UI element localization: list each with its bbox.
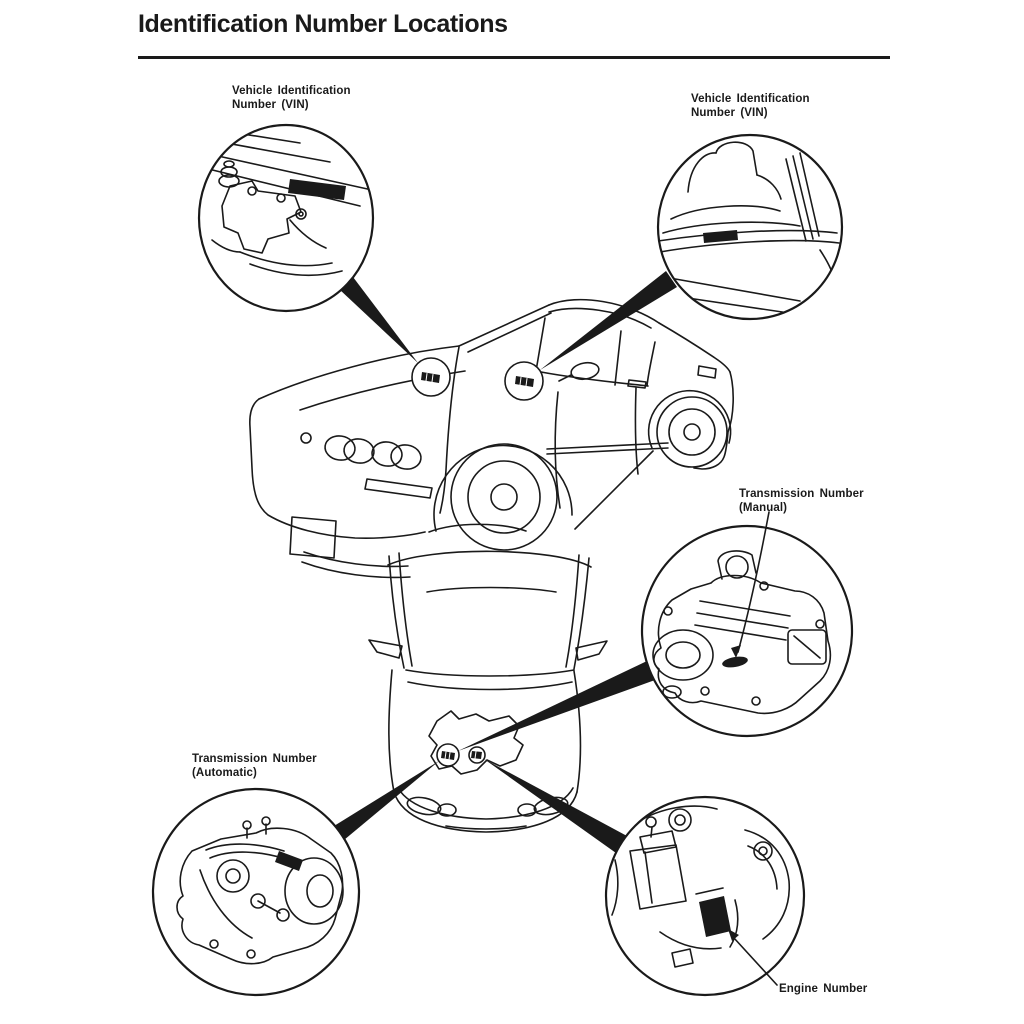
transmission-automatic-label: Transmission Number (Automatic)	[192, 752, 317, 780]
engine-number-label: Engine Number	[779, 982, 867, 996]
leader-wedge-transmission-manual	[458, 661, 655, 751]
callout-transmission-automatic	[151, 787, 361, 997]
page-title: Identification Number Locations	[138, 10, 508, 38]
leader-wedge-transmission-automatic	[334, 761, 439, 840]
pointer-lines	[728, 511, 778, 986]
transmission-automatic-label-line1: Transmission Number	[192, 753, 317, 765]
side-mirror	[570, 361, 600, 381]
engine-number-marker	[468, 746, 486, 764]
location-markers	[411, 357, 544, 767]
leader-wedge-engine	[484, 759, 627, 853]
leader-wedge-vin-dash	[339, 277, 418, 363]
vin-sticker-black	[703, 230, 738, 243]
vin-dash-label-line2: Number (VIN)	[232, 99, 309, 111]
transmission-manual-label-line2: (Manual)	[739, 502, 788, 514]
headlight	[390, 444, 422, 470]
callout-transmission-manual	[640, 524, 854, 738]
transmission-manual-label: Transmission Number (Manual)	[739, 487, 864, 515]
vin-dash-label-line1: Vehicle Identification	[232, 85, 351, 97]
pointer-line-transmission-manual	[737, 511, 770, 653]
transmission-number-marker	[436, 743, 460, 767]
car-top-view-drawing	[368, 523, 608, 833]
wiper-linkage-bracket	[221, 180, 302, 254]
automatic-transmission-detail-drawing	[176, 816, 344, 965]
transmission-number-pad-black	[722, 656, 748, 668]
hood-emblem	[300, 432, 312, 444]
automatic-transmission-number-pad-black	[275, 851, 303, 871]
left-mirror-top	[368, 639, 403, 659]
vin-doorjamb-label-line2: Number (VIN)	[691, 107, 768, 119]
b-pillar-lines	[785, 152, 820, 242]
car-side-view-drawing	[249, 298, 734, 579]
vin-doorjamb-label: Vehicle Identification Number (VIN)	[691, 92, 810, 120]
right-mirror-top	[575, 640, 608, 661]
pointer-line-engine-number	[733, 937, 778, 986]
transmission-automatic-label-line2: (Automatic)	[192, 767, 257, 779]
callout-vin-dash	[197, 123, 375, 313]
headlight	[371, 441, 403, 467]
seat-cushion	[670, 205, 781, 220]
pointer-arrowhead-transmission-manual	[731, 645, 741, 658]
vin-doorjamb-label-line1: Vehicle Identification	[691, 93, 810, 105]
pointer-arrowhead-engine-number	[728, 929, 739, 941]
title-rule	[138, 56, 890, 59]
license-plate	[289, 516, 337, 559]
headlight	[343, 438, 375, 464]
door-handle	[627, 379, 647, 389]
headlight	[324, 435, 356, 461]
engine-number-label-line1: Engine Number	[779, 983, 868, 995]
seat-headrest	[715, 141, 758, 176]
vin-marker-doorjamb	[504, 361, 544, 401]
engine-number-pad-black	[699, 896, 731, 937]
transmission-case	[653, 574, 832, 715]
engine-transmission-outline	[428, 710, 524, 775]
callout-vin-doorjamb	[656, 133, 844, 321]
engine-bay-detail-drawing	[611, 805, 791, 968]
engine-block-face	[629, 844, 687, 910]
vin-dash-label: Vehicle Identification Number (VIN)	[232, 84, 351, 112]
manual-transmission-detail-drawing	[652, 550, 832, 715]
transmission-manual-label-line1: Transmission Number	[739, 488, 864, 500]
vin-doorjamb-detail-drawing	[658, 141, 840, 314]
callout-engine	[604, 795, 806, 997]
automatic-transmission-case	[176, 827, 344, 965]
leader-wedge-vin-doorjamb	[540, 271, 677, 370]
leader-wedges	[334, 271, 677, 853]
vin-marker-cowl	[411, 357, 451, 397]
vin-plate-black	[288, 179, 346, 200]
